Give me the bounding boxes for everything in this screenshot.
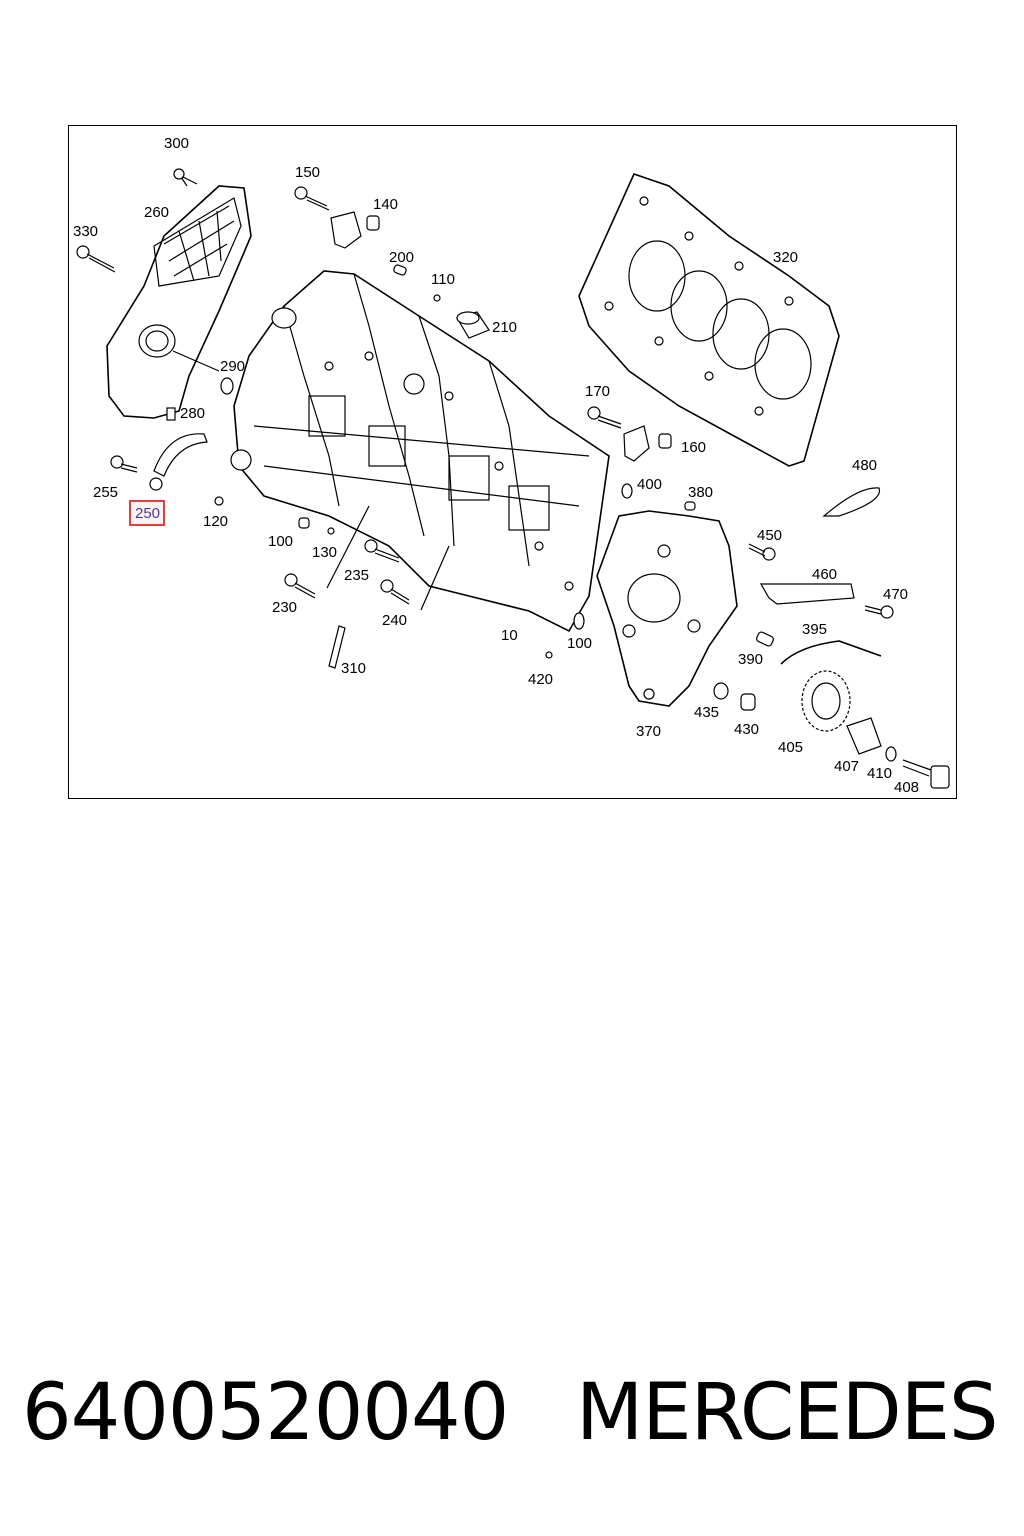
callout-370[interactable]: 370 [636, 723, 662, 740]
stud-310-drawing [328, 625, 346, 669]
bolt-150-drawing [294, 186, 330, 211]
seal-400-drawing [621, 483, 633, 499]
parts-diagram-frame: 300 150 140 330 260 200 110 320 210 290 … [68, 125, 957, 799]
callout-460[interactable]: 460 [812, 566, 838, 583]
rear-cover-370-drawing [596, 510, 738, 707]
callout-480[interactable]: 480 [852, 457, 878, 474]
callout-140[interactable]: 140 [373, 196, 399, 213]
engine-block-drawing [230, 270, 610, 633]
strap-480-drawing [822, 487, 881, 517]
callout-410[interactable]: 410 [867, 765, 893, 782]
callout-320[interactable]: 320 [773, 249, 799, 266]
callout-250-highlighted[interactable]: 250 [129, 500, 166, 526]
bolt-450-drawing [748, 543, 776, 561]
pin-280-drawing [166, 407, 176, 421]
plug-430-drawing [740, 693, 756, 711]
gear-405-drawing [801, 670, 851, 732]
callout-200[interactable]: 200 [389, 249, 415, 266]
plug-420-drawing [545, 651, 553, 659]
sleeve-210-drawing [456, 311, 490, 339]
bolt-470-drawing [864, 605, 894, 619]
part-number: 6400520040 [22, 1368, 509, 1458]
brand-name: MERCEDES [576, 1368, 998, 1458]
pipe-395-drawing [780, 640, 882, 665]
timing-cover-drawing [106, 185, 252, 419]
hub-407-drawing [846, 717, 882, 755]
plug-110-drawing [433, 294, 441, 302]
bolt-230-drawing [284, 573, 316, 599]
bracket-140-drawing [330, 211, 380, 249]
bracket-460-drawing [759, 583, 855, 605]
callout-435[interactable]: 435 [694, 704, 720, 721]
leader-lines [326, 505, 450, 611]
seal-100b-drawing [573, 612, 585, 630]
callout-170[interactable]: 170 [585, 383, 611, 400]
plug-120-drawing [214, 496, 224, 506]
callout-310[interactable]: 310 [341, 660, 367, 677]
bolt-300-drawing [173, 168, 198, 187]
callout-470[interactable]: 470 [883, 586, 909, 603]
callout-255[interactable]: 255 [93, 484, 119, 501]
callout-120[interactable]: 120 [203, 513, 229, 530]
callout-408[interactable]: 408 [894, 779, 920, 796]
bolt-170-drawing [587, 406, 622, 429]
callout-290[interactable]: 290 [220, 358, 246, 375]
callout-407[interactable]: 407 [834, 758, 860, 775]
callout-240[interactable]: 240 [382, 612, 408, 629]
fitting-390-drawing [756, 631, 774, 647]
footer-caption: 6400520040 MERCEDES [22, 1368, 1012, 1468]
bracket-250-drawing [149, 433, 208, 491]
callout-150[interactable]: 150 [295, 164, 321, 181]
pin-200-drawing [393, 264, 407, 276]
pin-380-drawing [684, 501, 696, 511]
callout-300[interactable]: 300 [164, 135, 190, 152]
seal-435-drawing [713, 682, 729, 700]
bolt-408-drawing [902, 759, 950, 789]
callout-10[interactable]: 10 [501, 627, 518, 644]
callout-405[interactable]: 405 [778, 739, 804, 756]
callout-260[interactable]: 260 [144, 204, 170, 221]
callout-390[interactable]: 390 [738, 651, 764, 668]
callout-450[interactable]: 450 [757, 527, 783, 544]
washer-410-drawing [885, 746, 897, 762]
callout-235[interactable]: 235 [344, 567, 370, 584]
callout-395[interactable]: 395 [802, 621, 828, 638]
callout-380[interactable]: 380 [688, 484, 714, 501]
head-gasket-320-drawing [578, 173, 840, 467]
callout-100[interactable]: 100 [268, 533, 294, 550]
bracket-160-drawing [623, 425, 672, 462]
callout-160[interactable]: 160 [681, 439, 707, 456]
callout-430[interactable]: 430 [734, 721, 760, 738]
callout-110[interactable]: 110 [431, 271, 455, 288]
callout-400[interactable]: 400 [637, 476, 663, 493]
plug-130-drawing [327, 527, 335, 535]
callout-130[interactable]: 130 [312, 544, 338, 561]
dowel-100a-drawing [298, 517, 310, 529]
callout-230[interactable]: 230 [272, 599, 298, 616]
bolt-255-drawing [110, 455, 138, 473]
callout-280[interactable]: 280 [180, 405, 206, 422]
exploded-engine-diagram [76, 168, 950, 789]
bolt-235-drawing [364, 539, 400, 563]
callout-100b[interactable]: 100 [567, 635, 593, 652]
callout-210[interactable]: 210 [492, 319, 518, 336]
callout-420[interactable]: 420 [528, 671, 554, 688]
callout-330[interactable]: 330 [73, 223, 99, 240]
bolt-330-drawing [76, 245, 116, 273]
bolt-240-drawing [380, 579, 410, 605]
seal-290-drawing [220, 377, 234, 395]
